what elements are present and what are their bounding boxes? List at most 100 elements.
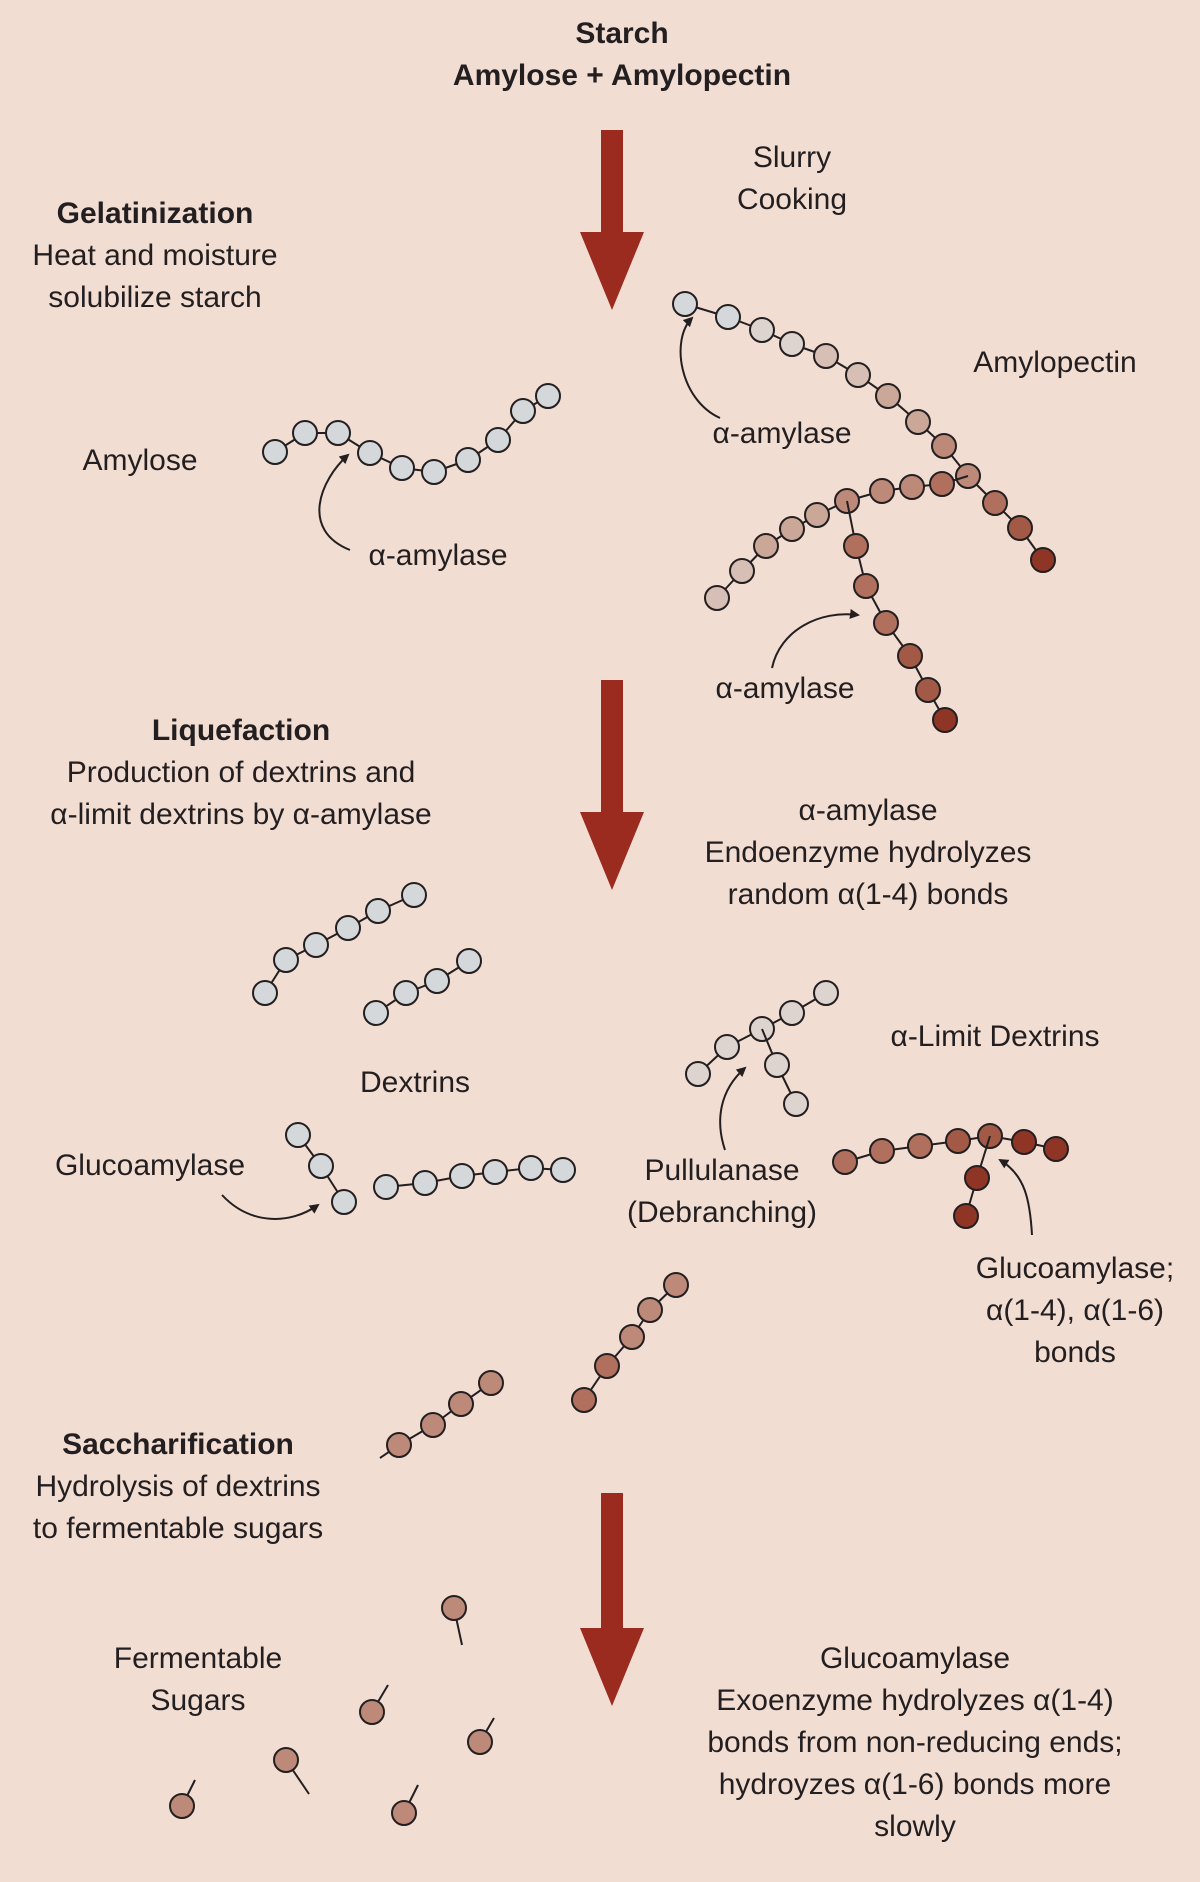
alpha-amylase-label-2: α-amylase bbox=[712, 417, 851, 450]
glucose-unit bbox=[359, 1699, 385, 1725]
glucose-unit bbox=[899, 474, 925, 500]
glucose-unit bbox=[953, 1203, 979, 1229]
glucose-unit bbox=[456, 948, 482, 974]
glucose-unit bbox=[273, 947, 299, 973]
gelatinization-title: Gelatinization bbox=[57, 197, 254, 230]
glucose-unit bbox=[1007, 515, 1033, 541]
glucose-unit bbox=[813, 343, 839, 369]
glucose-unit bbox=[663, 1272, 689, 1298]
alpha-amylase-enzyme-title: α-amylase bbox=[798, 794, 937, 827]
amylose-label: Amylose bbox=[82, 444, 197, 477]
process-arrow-1 bbox=[580, 130, 644, 310]
glucose-unit bbox=[1011, 1129, 1037, 1155]
glucose-unit bbox=[931, 433, 957, 459]
saccharification-desc-2: to fermentable sugars bbox=[33, 1512, 323, 1545]
diagram-title: Starch bbox=[575, 17, 668, 50]
gelatinization-desc-1: Heat and moisture bbox=[32, 239, 277, 272]
glucose-unit bbox=[393, 980, 419, 1006]
alpha-limit-dextrin-molecules bbox=[685, 980, 1069, 1229]
glucose-unit bbox=[729, 558, 755, 584]
glucose-unit bbox=[875, 383, 901, 409]
glucose-unit bbox=[915, 677, 941, 703]
saccharification-desc-1: Hydrolysis of dextrins bbox=[35, 1470, 320, 1503]
glucoamylase-bonds-label-1: Glucoamylase; bbox=[976, 1252, 1174, 1285]
glucose-unit bbox=[391, 1800, 417, 1826]
saccharification-title: Saccharification bbox=[62, 1428, 294, 1461]
glucoamylase-enzyme-title: Glucoamylase bbox=[820, 1642, 1010, 1675]
glucose-unit bbox=[169, 1793, 195, 1819]
alpha-amylase-label-1: α-amylase bbox=[368, 539, 507, 572]
glucose-unit bbox=[982, 490, 1008, 516]
glucose-unit bbox=[779, 516, 805, 542]
glucose-unit bbox=[753, 533, 779, 559]
alpha-amylase-enzyme-desc-2: random α(1-4) bonds bbox=[728, 878, 1009, 911]
glucose-unit bbox=[449, 1163, 475, 1189]
glucoamylase-bonds-label-2: α(1-4), α(1-6) bbox=[986, 1294, 1164, 1327]
amylopectin-label: Amylopectin bbox=[973, 346, 1136, 379]
glucose-unit bbox=[550, 1157, 576, 1183]
glucose-unit bbox=[715, 304, 741, 330]
glucose-unit bbox=[285, 1122, 311, 1148]
glucose-unit bbox=[373, 1174, 399, 1200]
debranching-label: (Debranching) bbox=[627, 1196, 817, 1229]
glucose-unit bbox=[873, 610, 899, 636]
glucose-unit bbox=[401, 882, 427, 908]
glucose-unit bbox=[843, 533, 869, 559]
glucose-unit bbox=[945, 1128, 971, 1154]
glucoamylase-bonds-curve-arrow bbox=[998, 1158, 1033, 1236]
glucose-unit bbox=[363, 1000, 389, 1026]
glucose-unit bbox=[832, 1149, 858, 1175]
process-arrow-2 bbox=[580, 680, 644, 890]
glucose-unit bbox=[510, 398, 536, 424]
glucose-unit bbox=[478, 1370, 504, 1396]
pullulanase-curve-arrow bbox=[719, 1066, 747, 1151]
liquefaction-title: Liquefaction bbox=[152, 714, 330, 747]
glucoamylase-enzyme-desc-4: slowly bbox=[874, 1810, 956, 1843]
glucose-unit bbox=[482, 1159, 508, 1185]
glucose-unit bbox=[869, 478, 895, 504]
glucose-unit bbox=[813, 980, 839, 1006]
glucose-unit bbox=[441, 1595, 467, 1621]
glucoamylase-enzyme-desc-3: hydroyzes α(1-6) bonds more bbox=[719, 1768, 1112, 1801]
glucose-unit bbox=[485, 427, 511, 453]
glucose-unit bbox=[672, 291, 698, 317]
liquefaction-desc-2: α-limit dextrins by α-amylase bbox=[50, 798, 431, 831]
glucose-unit bbox=[845, 362, 871, 388]
glucose-unit bbox=[365, 898, 391, 924]
process-arrow-3 bbox=[580, 1493, 644, 1706]
glucose-unit bbox=[869, 1138, 895, 1164]
glucose-unit bbox=[897, 643, 923, 669]
amylose-chain bbox=[262, 383, 561, 485]
glucose-unit bbox=[535, 383, 561, 409]
glucose-unit bbox=[389, 455, 415, 481]
glucose-unit bbox=[571, 1387, 597, 1413]
glucose-unit bbox=[262, 439, 288, 465]
glucose-unit bbox=[804, 502, 830, 528]
glucose-unit bbox=[421, 459, 447, 485]
glucose-unit bbox=[424, 968, 450, 994]
glucose-unit bbox=[308, 1153, 334, 1179]
glucose-unit bbox=[783, 1091, 809, 1117]
glucoamylase-curve-arrow bbox=[221, 1194, 320, 1220]
glucose-unit bbox=[932, 707, 958, 733]
liquefaction-desc-1: Production of dextrins and bbox=[67, 756, 416, 789]
alpha-amylase-enzyme-desc-1: Endoenzyme hydrolyzes bbox=[705, 836, 1032, 869]
glucose-unit bbox=[779, 1000, 805, 1026]
alpha-amylase-curve-arrow-3 bbox=[771, 609, 860, 669]
glucose-unit bbox=[518, 1155, 544, 1181]
glucose-unit bbox=[357, 440, 383, 466]
glucose-unit bbox=[1030, 547, 1056, 573]
saccharification-fragments bbox=[379, 1272, 689, 1459]
alpha-amylase-label-3: α-amylase bbox=[715, 672, 854, 705]
glucose-unit bbox=[455, 447, 481, 473]
glucose-unit bbox=[420, 1412, 446, 1438]
glucoamylase-enzyme-desc-1: Exoenzyme hydrolyzes α(1-4) bbox=[716, 1684, 1114, 1717]
glucose-unit bbox=[905, 409, 931, 435]
glucose-unit bbox=[853, 573, 879, 599]
glucoamylase-label: Glucoamylase bbox=[55, 1149, 245, 1182]
glucose-unit bbox=[335, 915, 361, 941]
glucose-unit bbox=[907, 1133, 933, 1159]
alpha-limit-dextrins-label: α-Limit Dextrins bbox=[890, 1020, 1099, 1053]
glucose-unit bbox=[1043, 1136, 1069, 1162]
